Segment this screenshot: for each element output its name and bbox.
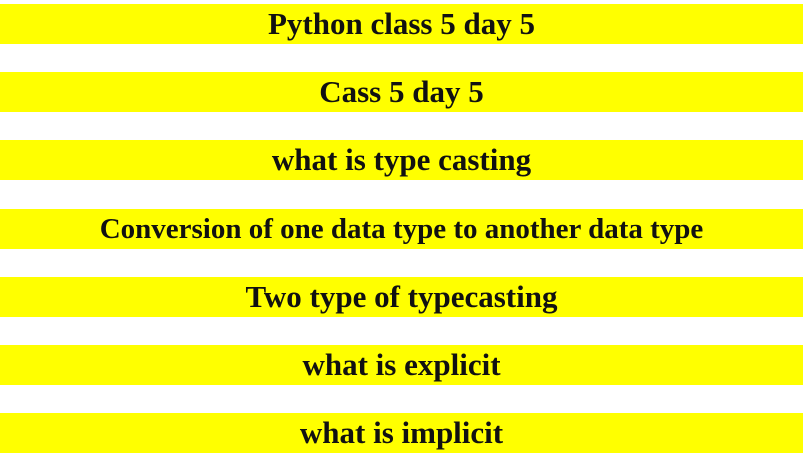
definition-band: Conversion of one data type to another d… (0, 209, 803, 249)
title-text: Python class 5 day 5 (268, 6, 535, 41)
question-explicit-band: what is explicit (0, 345, 803, 385)
question-explicit-text: what is explicit (302, 347, 501, 382)
question-type-casting-band: what is type casting (0, 140, 803, 180)
title-band: Python class 5 day 5 (0, 4, 803, 44)
subtitle-band: Cass 5 day 5 (0, 72, 803, 112)
typecasting-kinds-band: Two type of typecasting (0, 277, 803, 317)
question-type-casting-text: what is type casting (271, 142, 532, 177)
question-implicit-text: what is implicit (299, 415, 504, 450)
subtitle-text: Cass 5 day 5 (319, 74, 484, 109)
definition-text: Conversion of one data type to another d… (99, 212, 704, 245)
question-implicit-band: what is implicit (0, 413, 803, 453)
typecasting-kinds-text: Two type of typecasting (245, 279, 558, 314)
